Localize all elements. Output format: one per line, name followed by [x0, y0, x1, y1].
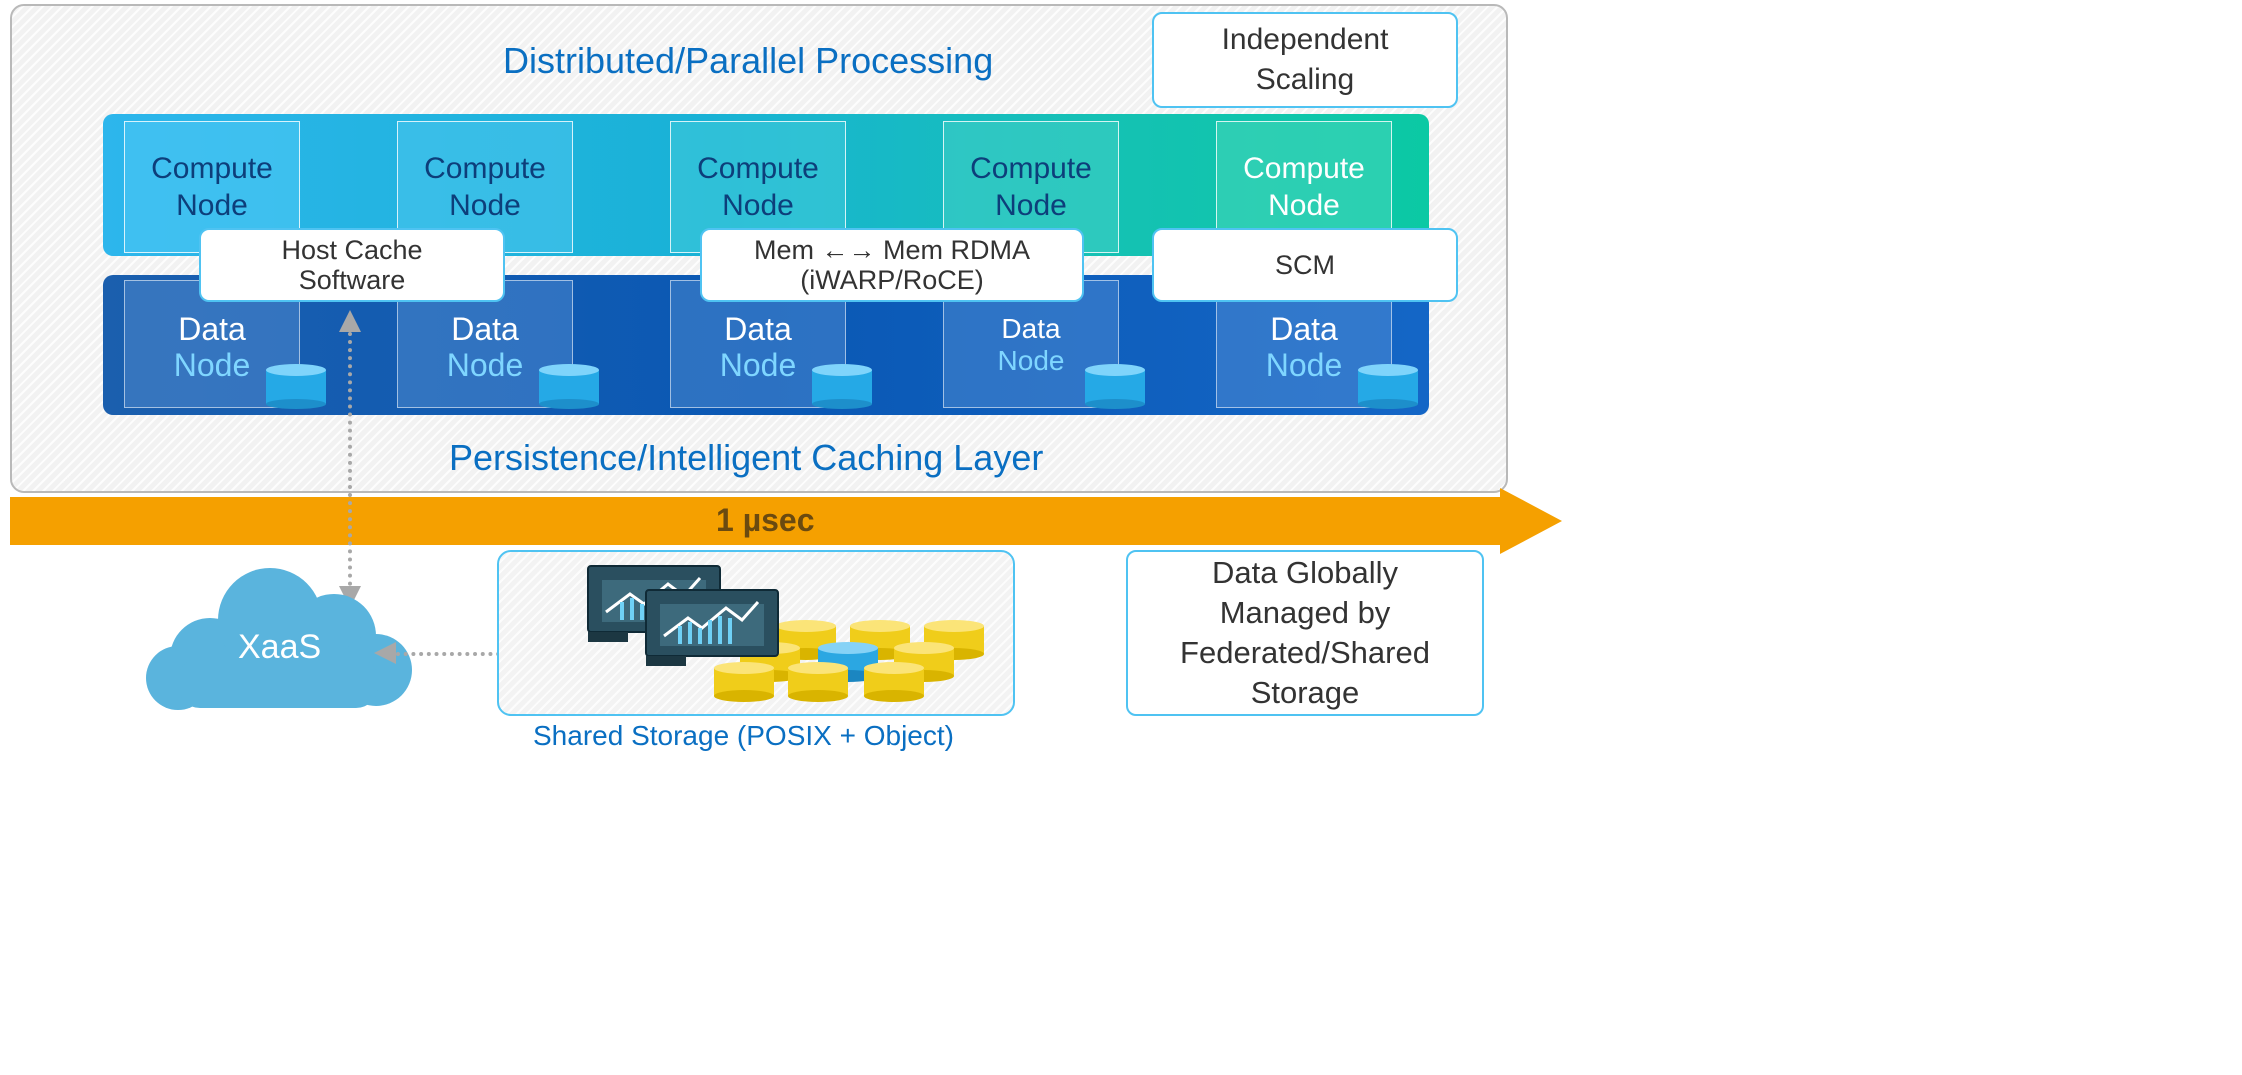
arrow-down-icon: [339, 586, 361, 608]
disk-icon: [1085, 364, 1145, 409]
horizontal-connector: [396, 652, 508, 656]
disk-icon: [266, 364, 326, 409]
data-node-sublabel: Node: [1265, 347, 1343, 383]
rdma-callout-line1: Mem ←→ Mem RDMA: [754, 235, 1030, 265]
cloud-icon: [146, 568, 412, 710]
data-node-sublabel: Node: [997, 345, 1065, 376]
data-node-label: Data: [1270, 311, 1338, 347]
vertical-connector: [348, 332, 352, 594]
disk-icon: [812, 364, 872, 409]
rdma-callout-line2: (iWARP/RoCE): [800, 265, 984, 295]
data-node-label: Data: [451, 311, 519, 347]
data-node-label: Data: [724, 311, 792, 347]
latency-arrow: [10, 488, 1562, 554]
disk-icon: [1358, 364, 1418, 409]
latency-label: 1 µsec: [716, 502, 815, 538]
host-cache-callout: Host Cache Software: [199, 228, 505, 302]
bottom-title: Persistence/Intelligent Caching Layer: [449, 437, 1044, 478]
arrow-up-icon: [339, 310, 361, 332]
storage-array-icon: [587, 565, 984, 702]
global-management-box: Data Globally Managed by Federated/Share…: [1126, 550, 1484, 716]
independent-scaling-box: Independent Scaling: [1152, 12, 1458, 108]
top-title: Distributed/Parallel Processing: [503, 40, 994, 81]
disk-icon: [539, 364, 599, 409]
shared-storage-label: Shared Storage (POSIX + Object): [533, 720, 954, 751]
arrow-left-icon: [374, 642, 396, 664]
data-node-label: Data: [178, 311, 246, 347]
data-node-label: Data: [1001, 313, 1061, 344]
scm-callout: SCM: [1152, 228, 1458, 302]
rdma-callout: Mem ←→ Mem RDMA (iWARP/RoCE): [700, 228, 1084, 302]
data-node-sublabel: Node: [446, 347, 524, 383]
cloud-label: XaaS: [238, 628, 322, 666]
data-node-sublabel: Node: [719, 347, 797, 383]
data-node-sublabel: Node: [173, 347, 251, 383]
